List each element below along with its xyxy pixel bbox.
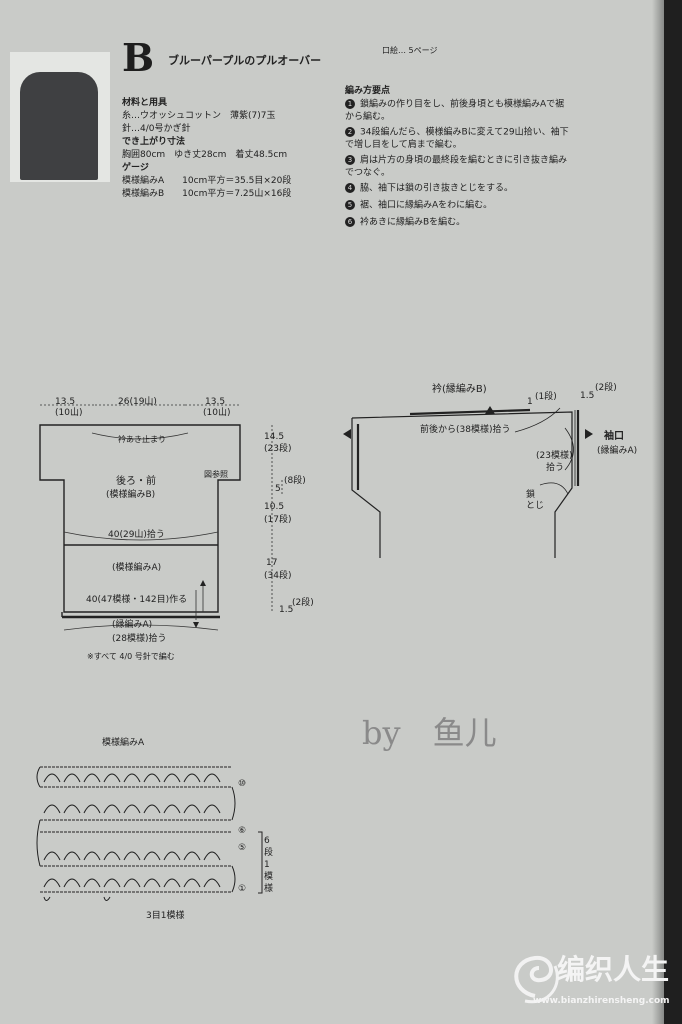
dim-3: 10.5 (264, 502, 285, 512)
cuff-pickup-sub: 拾う (546, 463, 565, 473)
row-marker-5: ⑤ (238, 843, 247, 853)
size-text: 胸囲80cm ゆき丈28cm 着丈48.5cm (122, 150, 288, 160)
step-number: 1 (345, 99, 355, 109)
dim-1-rows: (23段) (264, 444, 292, 454)
row-repeat-label: 6段1模様 (264, 836, 274, 894)
dim-4-rows: (34段) (264, 571, 292, 581)
sleeve-edge-rows: 1.5 (580, 391, 595, 401)
edge-pickup-label: (28模様)拾う (112, 634, 167, 644)
step-1-cont: から編む。 (345, 112, 391, 122)
dim-3-rows: (17段) (264, 515, 292, 525)
top-right-sub: (10山) (203, 408, 231, 418)
watermark: 编织人生 www.bianzhirensheng.com (505, 938, 680, 1014)
book-page (0, 0, 664, 1024)
pattern-letter: B (122, 35, 155, 80)
step-number: 5 (345, 200, 355, 210)
pullover-image (20, 72, 98, 180)
collar-rows-sub: (1段) (535, 392, 557, 402)
chart-row-10 (40, 766, 232, 788)
body-outline (39, 424, 241, 619)
body-arrows (193, 580, 206, 628)
materials-heading: 材料と用具 (122, 98, 168, 108)
steps-heading: 編み方要点 (345, 86, 391, 96)
chart-row-6 (40, 831, 232, 867)
gauge-a: 模様編みA 10cm平方＝35.5目×20段 (122, 176, 292, 186)
handwritten-signature: by 鱼儿 (362, 714, 497, 752)
size-heading: でき上がり寸法 (122, 137, 186, 147)
cuff-pickup: (23模様) (536, 451, 573, 461)
chart-row-9 (40, 804, 232, 821)
chart-row-1 (40, 878, 232, 893)
chart-title: 模様編みA (102, 738, 145, 748)
step-number: 3 (345, 155, 355, 165)
row-marker-6: ⑥ (238, 826, 247, 836)
dim-4: 17 (266, 558, 278, 568)
step-number: 2 (345, 127, 355, 137)
neck-stop-label: 衿あき止まり (118, 435, 166, 444)
watermark-swirl-icon (514, 955, 559, 1004)
garment-photo (10, 52, 110, 182)
foundation-label: 40(47模様・142目)作る (86, 595, 188, 605)
top-left-sub: (10山) (55, 408, 83, 418)
page-reference: 口絵… 5ページ (382, 46, 438, 55)
body-dimension-lines (40, 404, 283, 631)
cuff-label: 袖口 (604, 431, 624, 442)
watermark-url: www.bianzhirensheng.com (533, 996, 670, 1006)
stitch-chart-graphic (36, 766, 263, 901)
dim-5-rows: (2段) (292, 598, 314, 608)
neck-width: 26(19山) (118, 397, 157, 407)
hook-note: ※すべて 4/0 号針で編む (87, 652, 175, 661)
page-fold (652, 0, 666, 1024)
piece-name: 後ろ・前 (116, 476, 156, 487)
pattern-title: ブルーパープルのプルオーバー (168, 54, 322, 67)
pickup-label: 40(29山)拾う (108, 530, 165, 540)
side-outline (351, 407, 580, 558)
pattern-a-label: (模様編みA) (112, 563, 162, 573)
cuff-edge-label: (縁編みA) (597, 446, 638, 456)
dim-1: 14.5 (264, 432, 285, 442)
seam-label: 鎖 (526, 490, 536, 500)
row-marker-10: ⑩ (238, 779, 247, 789)
piece-pattern: (模様編みB) (106, 490, 156, 500)
hook-text: 針…4/0号かぎ針 (122, 124, 191, 134)
top-left-width: 13.5 (55, 397, 76, 407)
step-number: 6 (345, 217, 355, 227)
see-figure: 図参照 (204, 470, 228, 479)
gauge-b: 模様編みB 10cm平方＝7.25山×16段 (122, 189, 292, 199)
watermark-name: 编织人生 (557, 953, 670, 986)
stitch-repeat-label: 3目1模様 (146, 911, 185, 921)
book-spine (664, 0, 682, 1024)
top-right-width: 13.5 (205, 397, 226, 407)
collar-label: 衿(縁編みB) (432, 384, 487, 395)
side-arrows (343, 406, 593, 439)
sleeve-edge-rows-sub: (2段) (595, 383, 617, 393)
step-2-cont: で増し目をして肩まで編む。 (345, 140, 462, 150)
dim-5: 1.5 (279, 605, 294, 615)
dim-2: 5 (275, 484, 281, 494)
step-number: 4 (345, 183, 355, 193)
dim-2-rows: (8段) (284, 476, 306, 486)
collar-pickup: 前後から(38模様)拾う (420, 425, 511, 435)
edge-a-label: (縁編みA) (112, 620, 153, 630)
row-marker-1: ① (238, 884, 247, 894)
collar-rows: 1 (527, 397, 533, 407)
step-3-cont: でつなぐ。 (345, 168, 391, 178)
seam-label-sub: とじ (526, 501, 545, 511)
gauge-heading: ゲージ (122, 163, 149, 173)
yarn-text: 糸…ウオッシュコットン 薄紫(7)7玉 (122, 111, 276, 121)
